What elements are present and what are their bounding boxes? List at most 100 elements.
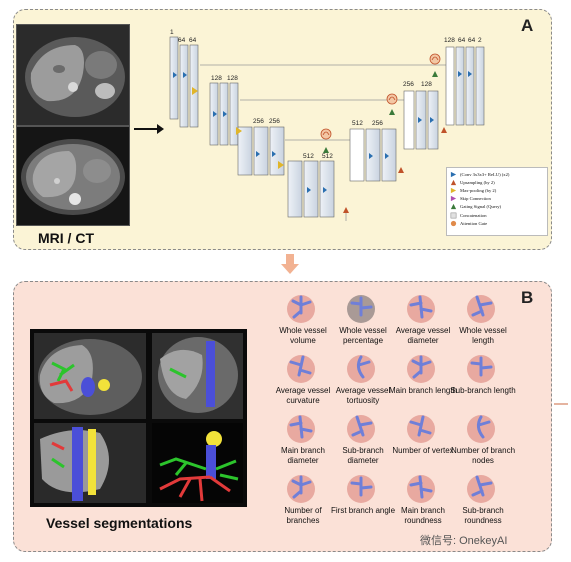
feature-cell: Average vessel curvature [272,353,334,409]
channel-label: 64 [189,37,197,44]
attention-unet-diagram: 1 64 64 128 128 256 256 512 512 512 256 … [169,29,485,221]
legend-glyph-icon [450,171,457,177]
input-arrow [134,124,164,134]
channel-label: 256 [403,81,414,88]
legend-glyph-icon [450,204,457,210]
legend-row: (Conv 3x3x3+ ReLU) (x2) [450,170,544,178]
mri-scan-image [16,24,130,126]
vessel-segmentations-caption: Vessel segmentations [46,515,193,531]
legend-row: Skip Connection [450,195,544,203]
legend-glyph-icon [450,212,457,218]
feature-cell: Main branch length [389,353,457,409]
legend-label: Skip Connection [460,196,491,202]
legend-row: Gating Signal (Query) [450,203,544,211]
legend-label: (Conv 3x3x3+ ReLU) (x2) [460,171,510,177]
feature-cell: Sub-branch roundness [452,473,514,529]
segmentation-views [34,333,243,503]
legend-glyph-icon [450,179,457,185]
channel-label: 64 [178,37,186,44]
vessel-volume-icon [287,295,315,323]
channel-label: 256 [253,118,264,125]
main-roundness-icon [407,475,435,503]
feature-cell: Main branch roundness [392,473,454,529]
feature-label: Number of branch nodes [450,446,516,465]
decoder-block-1 [441,46,485,133]
feature-label: Whole vessel length [459,326,507,345]
channel-label: 512 [352,120,363,127]
legend-label: Concatenation [460,212,487,218]
branch-nodes-icon [467,415,495,443]
feature-cell: Average vessel tortuosity [332,353,394,409]
legend-row: Concatenation [450,211,544,219]
feature-label: Main branch length [388,386,458,395]
main-branch-diameter-icon [287,415,315,443]
branch-angle-icon [347,475,375,503]
channel-label: 512 [322,153,333,160]
sub-branch-length-icon [467,355,495,383]
main-branch-length-icon [407,355,435,383]
feature-label: Average vessel tortuosity [335,386,391,405]
encoder-block-1 [169,36,199,128]
channel-label: 128 [444,37,455,44]
panel-connector-arrow [281,254,299,274]
feature-cell: Sub-branch length [450,353,516,409]
bottleneck-block [278,160,335,218]
legend-row: Attention Gate [450,219,544,227]
vertex-count-icon [407,415,435,443]
vessel-tortuosity-icon [347,355,375,383]
feature-cell: Sub-branch diameter [332,413,394,469]
feature-label: First branch angle [330,506,396,515]
feature-cell: Number of vertex [392,413,454,469]
legend-label: Max-pooling (by 2) [460,187,497,193]
sub-branch-diameter-icon [347,415,375,443]
channel-label: 128 [211,75,222,82]
feature-label: Whole vessel percentage [339,326,387,345]
decoder-block-3 [343,128,397,221]
vessel-segmentation-image [30,329,247,507]
vessel-percentage-icon [347,295,375,323]
feature-label: Sub-branch diameter [342,446,384,465]
feature-cell: Main branch diameter [272,413,334,469]
feature-label: Sub-branch length [450,386,516,395]
feature-label: Whole vessel volume [279,326,327,345]
legend-label: Attention Gate [460,220,488,226]
channel-label: 128 [421,81,432,88]
legend-label: Gating Signal (Query) [460,204,502,210]
encoder-block-3 [236,126,285,176]
channel-label: 256 [372,120,383,127]
legend-glyph-icon [450,187,457,194]
feature-cell: First branch angle [331,473,395,529]
feature-label: Main branch roundness [400,506,446,525]
legend-label: Upsampling (by 2) [460,179,495,185]
vessel-curvature-icon [287,355,315,383]
unet-legend: (Conv 3x3x3+ ReLU) (x2) Upsampling (by 2)… [446,167,548,236]
feature-cell: Number of branches [272,473,334,529]
feature-label: Sub-branch roundness [462,506,504,525]
feature-cell: Average vessel diameter [392,293,454,349]
vessel-diameter-icon [407,295,435,323]
feature-cell: Whole vessel length [452,293,514,349]
branch-count-icon [287,475,315,503]
channel-label: 1 [170,29,174,36]
sub-roundness-icon [467,475,495,503]
feature-cell: Number of branch nodes [451,413,515,469]
channel-label: 64 [458,37,466,44]
channel-label: 256 [269,118,280,125]
mri-ct-caption: MRI / CT [38,230,94,246]
mri-liver-image [17,25,129,125]
channel-label: 512 [303,153,314,160]
panel-a-letter: A [521,16,534,35]
legend-row: Upsampling (by 2) [450,178,544,186]
attention-gate-3 [320,128,332,153]
channel-label: 2 [478,37,482,44]
panel-b-letter: B [521,288,534,307]
feature-label: Number of vertex [392,446,454,455]
feature-cell: Whole vessel volume [272,293,334,349]
watermark-text: 微信号: OnekeyAI [420,535,508,547]
decoder-block-2 [398,90,439,173]
channel-label: 128 [227,75,238,82]
feature-label: Average vessel diameter [395,326,451,345]
right-connector-stub [554,403,568,405]
channel-label: 64 [468,37,476,44]
attention-gate-2 [386,93,398,115]
